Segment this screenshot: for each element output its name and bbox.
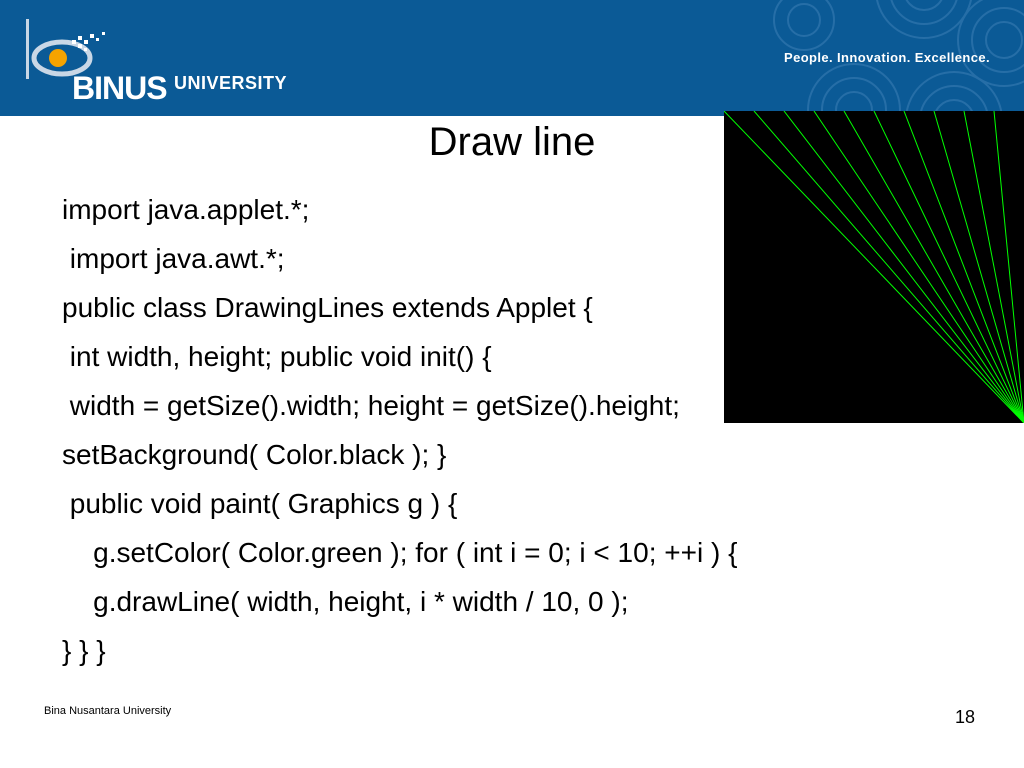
code-line: setBackground( Color.black ); }	[62, 439, 447, 470]
logo-swoosh-icon	[26, 19, 105, 79]
green-line	[813, 111, 1024, 423]
logo-wordmark: BINUS	[72, 70, 168, 106]
green-line	[843, 111, 1024, 423]
code-line: width = getSize().width; height = getSiz…	[62, 390, 680, 421]
green-line	[963, 111, 1024, 423]
code-line: } } }	[62, 635, 106, 666]
code-line: g.drawLine( width, height, i * width / 1…	[62, 586, 629, 617]
green-line	[783, 111, 1024, 423]
green-line	[873, 111, 1024, 423]
code-line: g.setColor( Color.green ); for ( int i =…	[62, 537, 738, 568]
binus-logo: BINUS UNIVERSITY	[20, 14, 300, 106]
wave-pattern-decoration	[773, 0, 1024, 116]
applet-output-image	[724, 111, 1024, 423]
code-line: public class DrawingLines extends Applet…	[62, 292, 593, 323]
slide-title: Draw line	[428, 120, 596, 164]
green-line	[724, 111, 1024, 423]
green-lines-canvas	[724, 111, 1024, 423]
code-line: import java.awt.*;	[62, 243, 285, 274]
green-line	[933, 111, 1024, 423]
logo-subword: UNIVERSITY	[174, 73, 288, 93]
tagline: People. Innovation. Excellence.	[784, 50, 991, 65]
code-line: import java.applet.*;	[62, 194, 310, 225]
code-line: int width, height; public void init() {	[62, 341, 492, 372]
green-line	[903, 111, 1024, 423]
green-line	[993, 111, 1024, 423]
page-number: 18	[955, 707, 976, 727]
code-line: public void paint( Graphics g ) {	[62, 488, 458, 519]
footer-organization: Bina Nusantara University	[44, 705, 172, 717]
header-banner: BINUS UNIVERSITY People. Innovation. Exc…	[0, 0, 1024, 116]
green-line	[753, 111, 1024, 423]
